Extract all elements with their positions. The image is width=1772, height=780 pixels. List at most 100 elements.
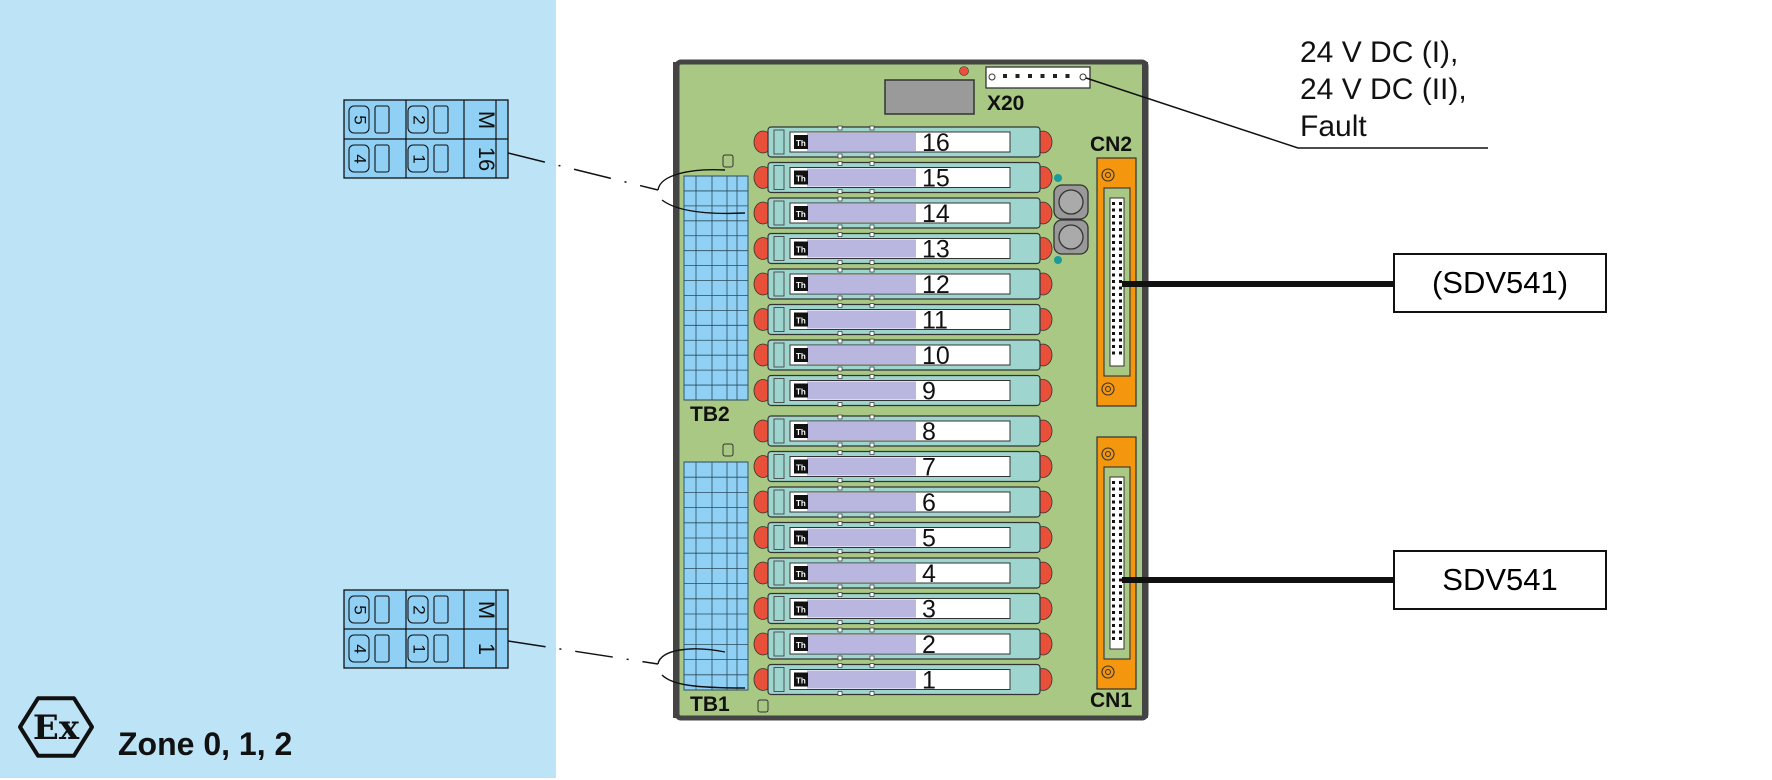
module-notch bbox=[869, 663, 875, 668]
ex-symbol-icon: Ex bbox=[18, 696, 94, 758]
module-label-strip bbox=[807, 564, 916, 582]
module-notch bbox=[837, 161, 843, 166]
module-notch bbox=[869, 338, 875, 344]
module-number: 14 bbox=[922, 200, 950, 228]
test-point bbox=[722, 154, 734, 168]
module-label-strip bbox=[807, 599, 916, 618]
module-latch bbox=[773, 525, 785, 550]
module-latch bbox=[773, 200, 785, 226]
module-label-strip bbox=[807, 133, 916, 151]
module-label-strip bbox=[807, 168, 916, 187]
cn1-connector-pin bbox=[1119, 539, 1122, 543]
x20-pin bbox=[1040, 74, 1045, 78]
module-notch bbox=[869, 260, 875, 265]
cn1-connector-pin bbox=[1112, 578, 1115, 582]
terminal-opening bbox=[433, 595, 449, 624]
cn1-connector-pin bbox=[1119, 546, 1122, 549]
cn2-connector-pin bbox=[1112, 306, 1115, 309]
module-number: 16 bbox=[922, 129, 950, 157]
cn1-connector-pin bbox=[1112, 624, 1115, 627]
cn1-connector-pin bbox=[1112, 565, 1115, 569]
terminal-opening bbox=[433, 144, 449, 173]
cn1-connector-pin bbox=[1119, 578, 1122, 582]
module-notch bbox=[869, 267, 875, 273]
terminal-opening bbox=[374, 144, 390, 173]
module-notch bbox=[869, 196, 875, 202]
module-notch bbox=[837, 303, 843, 308]
module-notch bbox=[869, 331, 875, 336]
module-badge-text: Th bbox=[796, 677, 806, 686]
cn2-connector-pin bbox=[1119, 241, 1122, 244]
cn2-connector-pin bbox=[1112, 338, 1115, 342]
module-badge-icon bbox=[794, 241, 808, 256]
cn1-connector-pin bbox=[1112, 507, 1115, 510]
module-badge-text: Th bbox=[796, 388, 806, 397]
cn2-connector-pin bbox=[1112, 293, 1115, 296]
module-badge-text: Th bbox=[796, 428, 806, 437]
cn1-connector-pin bbox=[1112, 604, 1115, 608]
cn1-connector-pin bbox=[1112, 520, 1115, 523]
cn1-connector-pin bbox=[1112, 494, 1115, 497]
module-latch bbox=[773, 596, 785, 621]
cn1-connector-pin bbox=[1119, 630, 1122, 634]
module-latch bbox=[773, 454, 785, 479]
module-notch bbox=[869, 485, 875, 491]
leader-lines bbox=[507, 77, 1488, 689]
module-number: 9 bbox=[922, 378, 936, 406]
module-notch bbox=[837, 402, 843, 407]
module-notch bbox=[837, 691, 843, 696]
cn2-connector-pin bbox=[1112, 345, 1115, 348]
x20-pin bbox=[1065, 74, 1070, 78]
status-display bbox=[884, 79, 975, 115]
cn2-connector-pin bbox=[1112, 215, 1115, 218]
cn2-connector-pin bbox=[1119, 319, 1122, 322]
cn2-connector-pin bbox=[1112, 241, 1115, 244]
cn2-connector-pin bbox=[1112, 325, 1115, 329]
module-notch bbox=[869, 549, 875, 554]
cn1-connector-pin bbox=[1119, 481, 1122, 484]
module-badge-icon bbox=[794, 424, 808, 438]
terminal-label: 16 bbox=[474, 147, 499, 171]
cn2-connector-pin bbox=[1119, 273, 1122, 277]
terminal-opening bbox=[374, 595, 390, 624]
module-notch bbox=[837, 125, 843, 131]
module-label-strip bbox=[807, 239, 916, 258]
leader-line-plug1 bbox=[507, 640, 659, 665]
cn1-connector-pin bbox=[1112, 559, 1115, 562]
module-latch bbox=[773, 165, 785, 190]
module-notch bbox=[837, 331, 843, 336]
module-badge-icon bbox=[794, 601, 808, 616]
module-notch bbox=[837, 260, 843, 265]
cn2-connector-pin bbox=[1112, 202, 1115, 205]
module-badge-icon bbox=[794, 637, 808, 651]
module-badge-text: Th bbox=[796, 246, 806, 255]
cn2-connector-pin bbox=[1119, 254, 1122, 257]
mounting-screw bbox=[1105, 386, 1111, 392]
mounting-screw bbox=[1105, 451, 1111, 457]
module-latch bbox=[773, 418, 785, 444]
module-notch bbox=[869, 627, 875, 633]
cn1-connector-pin bbox=[1119, 533, 1122, 536]
cn1-connector-pin bbox=[1112, 481, 1115, 484]
module-notch bbox=[869, 655, 875, 661]
terminal-label: M bbox=[474, 111, 499, 129]
cn2-connector-pin bbox=[1112, 351, 1115, 355]
module-notch bbox=[837, 620, 843, 625]
tb2-label: TB2 bbox=[690, 403, 730, 426]
terminal-label: M bbox=[474, 601, 499, 619]
module-number: 11 bbox=[922, 307, 948, 335]
cn1-connector-pin bbox=[1112, 572, 1115, 575]
cn2-connector-pin bbox=[1119, 312, 1122, 316]
x20-signal-label: 24 V DC (I), 24 V DC (II), Fault bbox=[1300, 34, 1467, 145]
module-badge-icon bbox=[794, 383, 808, 398]
module-notch bbox=[869, 592, 875, 597]
test-point bbox=[757, 699, 769, 713]
cn1-connector-pin bbox=[1112, 585, 1115, 588]
module-notch bbox=[837, 584, 843, 590]
x20-pin bbox=[1003, 74, 1007, 78]
cn2-connector-pin bbox=[1112, 234, 1115, 238]
